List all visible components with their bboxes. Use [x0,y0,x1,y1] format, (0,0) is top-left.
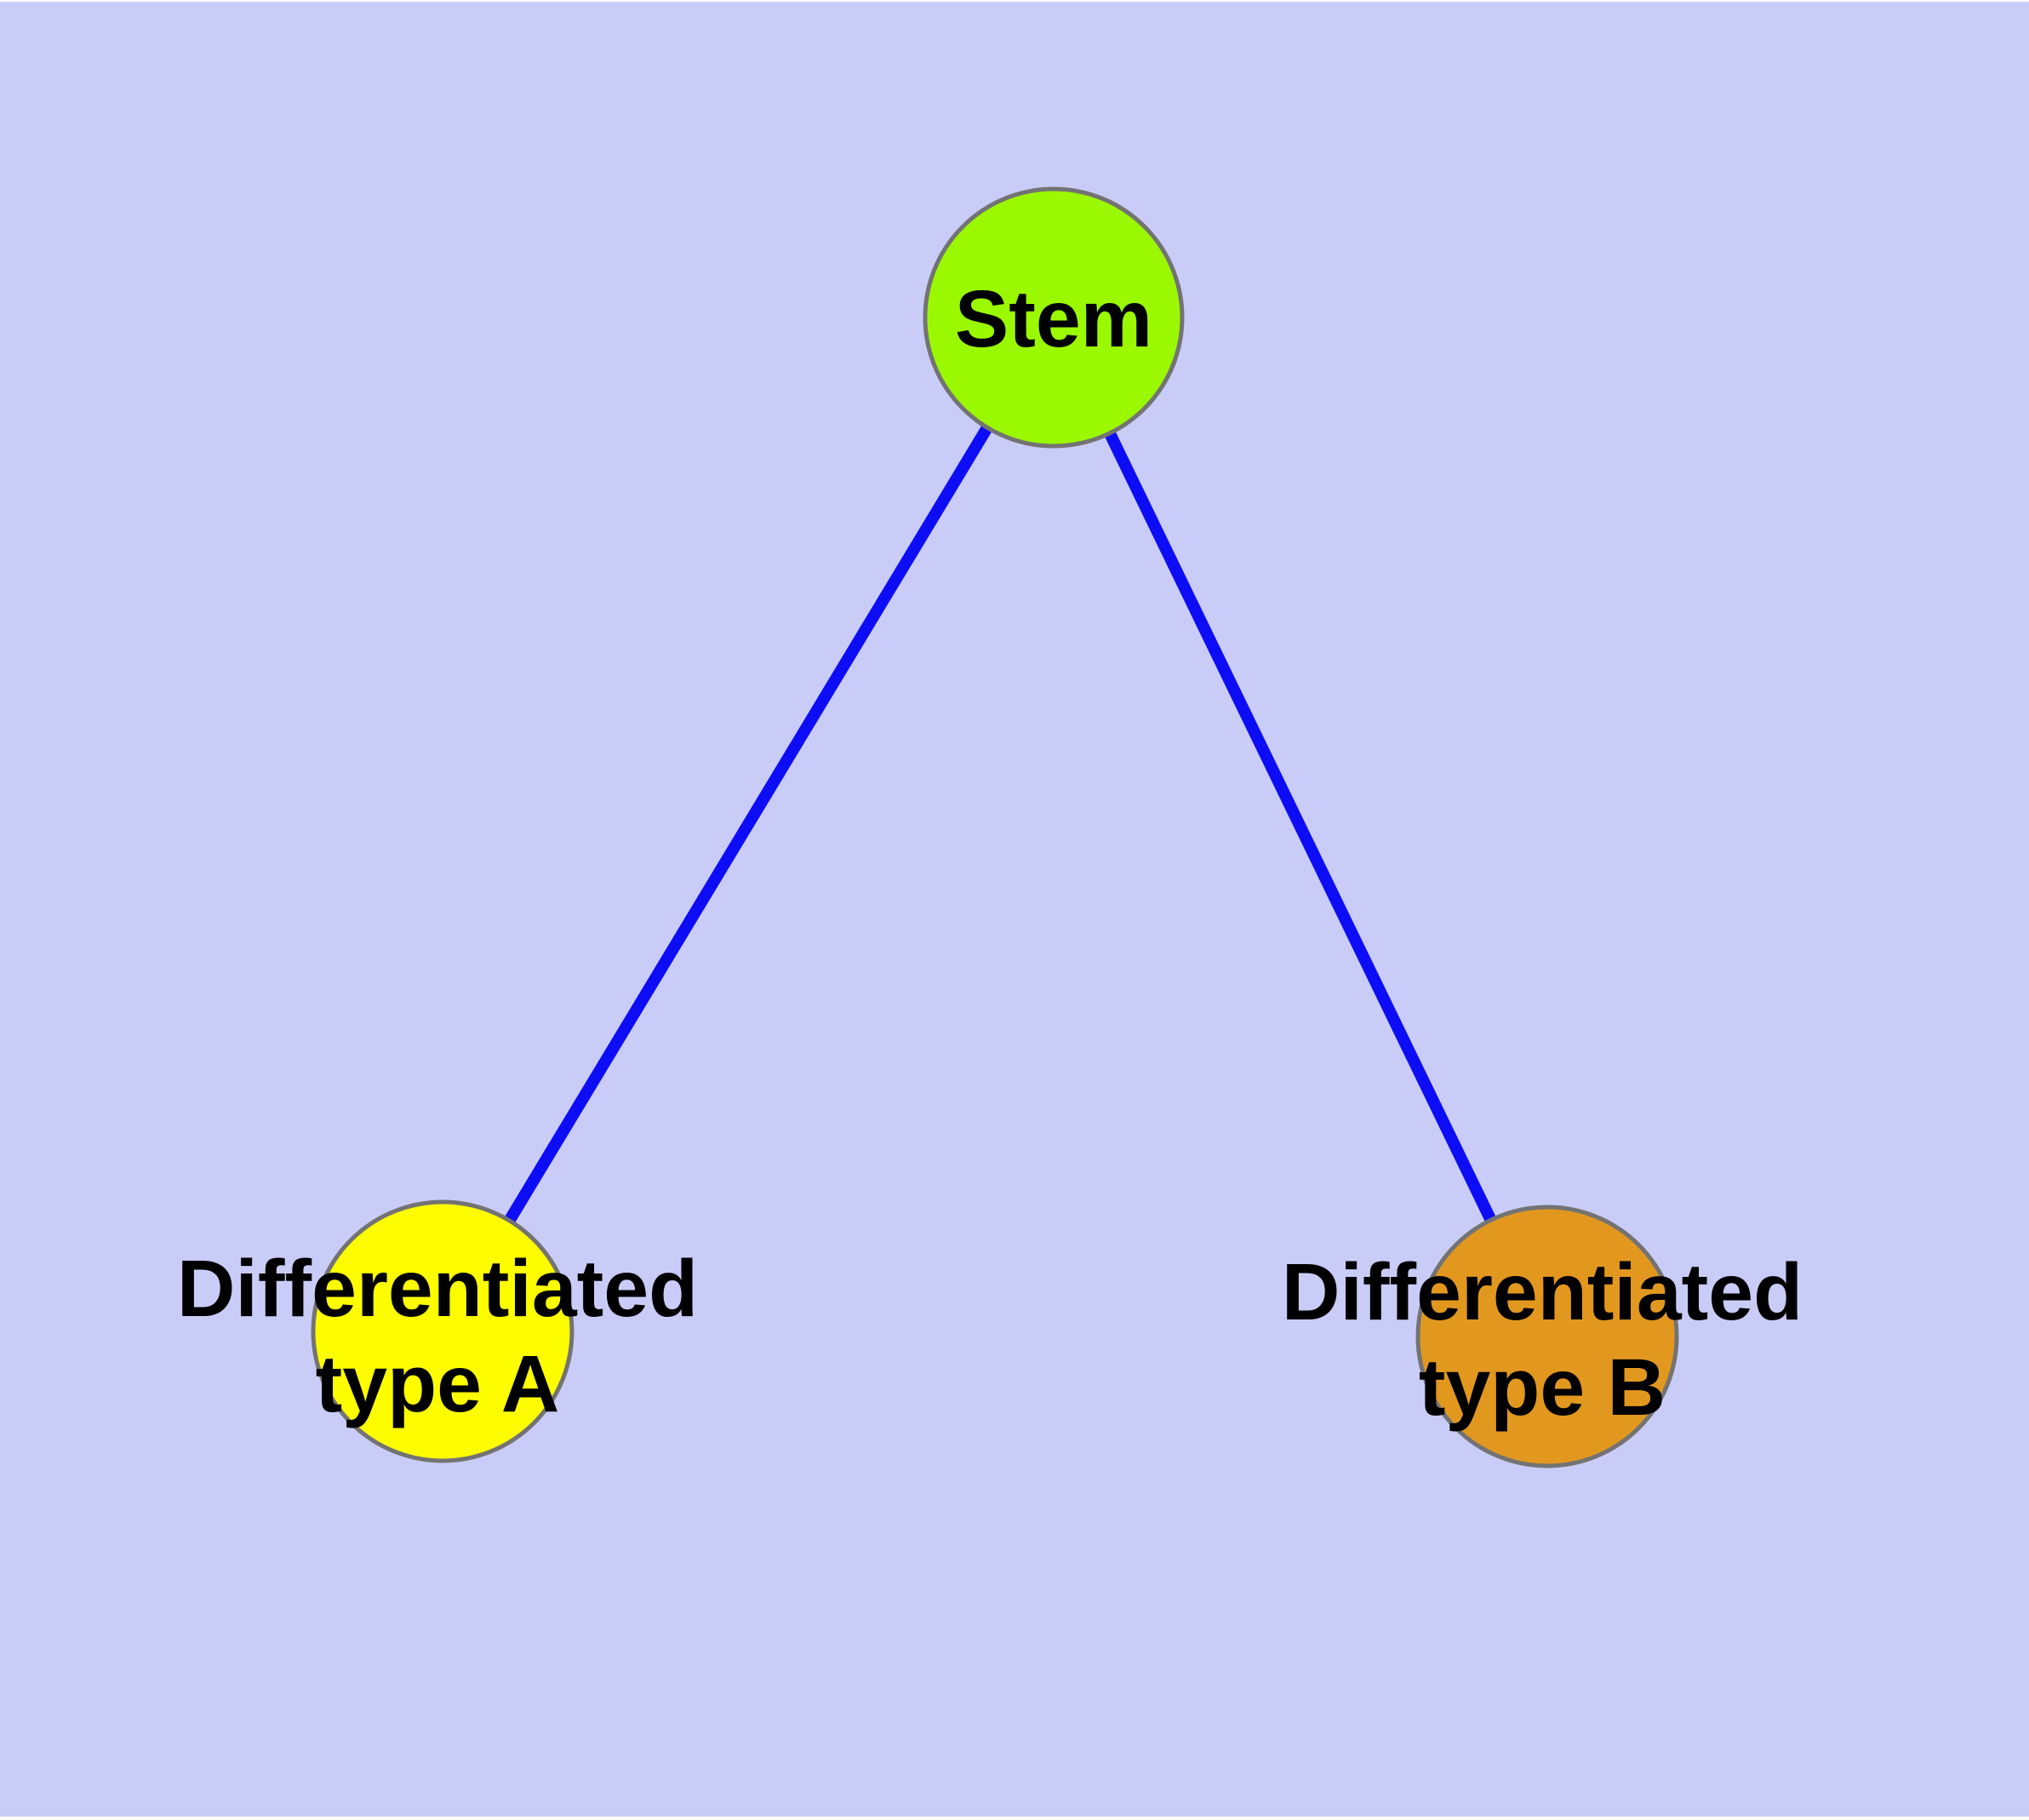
node-stem-circle [923,186,1185,449]
node-differentiated-type-b-circle [1415,1205,1679,1468]
edge-stem-to-type-b [1048,314,1553,1340]
edge-stem-to-type-a [437,314,1059,1335]
node-differentiated-type-a-circle [311,1199,574,1463]
